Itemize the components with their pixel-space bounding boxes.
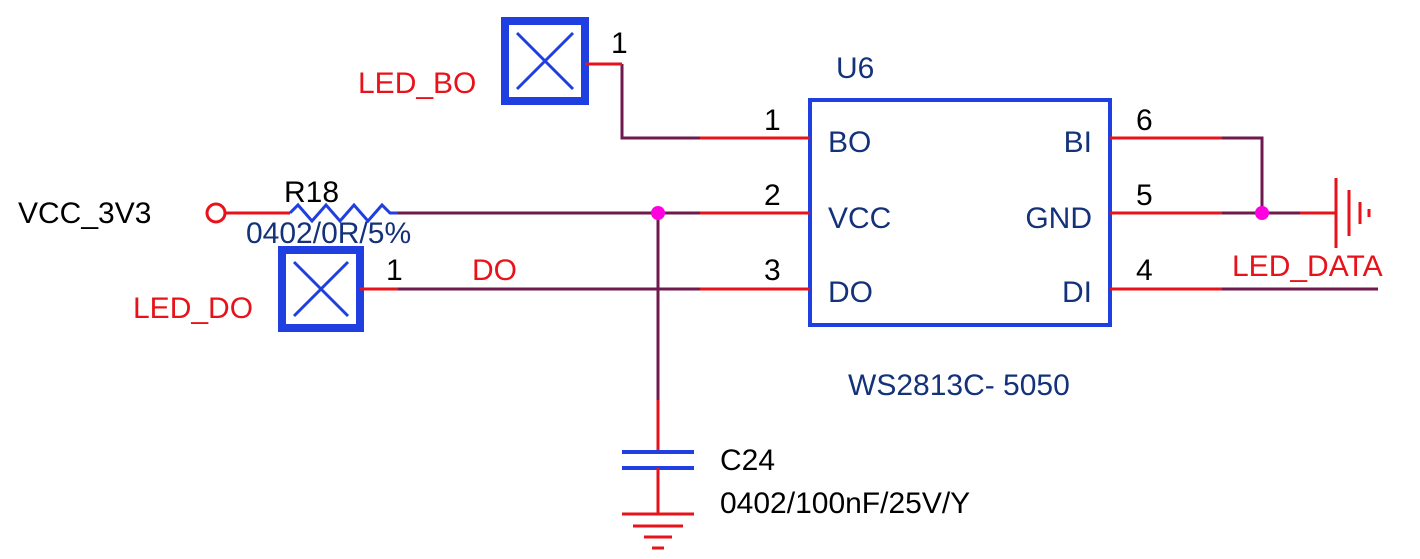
connector-led-do[interactable]: 1 LED_DO [133, 246, 403, 332]
ic-pin-num-3: 3 [764, 254, 781, 287]
ic-refdes: U6 [836, 52, 874, 85]
capacitor-refdes: C24 [720, 444, 775, 477]
resistor-value: 0402/0R/5% [246, 217, 411, 250]
connector-led-do-pin: 1 [386, 254, 403, 287]
vcc-label: VCC_3V3 [18, 197, 151, 230]
ground-symbol-right [1300, 178, 1371, 248]
ic-part-number: WS2813C- 5050 [848, 369, 1070, 402]
net-label-led-data: LED_DATA [1232, 250, 1383, 283]
resistor-r18[interactable]: R18 0402/0R/5% [246, 176, 411, 250]
capacitor-value: 0402/100nF/25V/Y [720, 487, 970, 520]
junction-vcc [651, 206, 665, 220]
ic-pin-num-5: 5 [1136, 179, 1153, 212]
wire-bi [1222, 136, 1264, 213]
ic-pin-name-do: DO [828, 276, 873, 309]
wire-bo [620, 64, 700, 140]
resistor-refdes: R18 [284, 176, 339, 209]
resistor-zigzag [288, 202, 398, 224]
connector-led-bo-label: LED_BO [358, 67, 476, 100]
connector-led-bo-pin: 1 [611, 27, 628, 60]
capacitor-c24[interactable]: C24 0402/100nF/25V/Y [622, 400, 970, 520]
ic-u6[interactable]: U6 WS2813C- 5050 BO VCC DO BI GND DI 1 2… [700, 52, 1222, 402]
ic-pin-name-vcc: VCC [828, 202, 891, 235]
ic-pin-name-bi: BI [1064, 126, 1092, 159]
ic-pin-name-gnd: GND [1025, 202, 1092, 235]
vcc-power-port[interactable]: VCC_3V3 [18, 197, 290, 230]
ic-pin-num-6: 6 [1136, 104, 1153, 137]
vcc-port-circle [205, 202, 227, 224]
ic-pin-num-2: 2 [764, 179, 781, 212]
ic-pin-num-4: 4 [1136, 254, 1153, 287]
net-label-do: DO [472, 254, 517, 287]
connector-led-bo[interactable]: 1 LED_BO [358, 17, 628, 105]
junction-gnd [1255, 206, 1269, 220]
ic-pin-num-1: 1 [764, 104, 781, 137]
ic-pin-name-di: DI [1062, 276, 1092, 309]
ic-pin-name-bo: BO [828, 126, 871, 159]
connector-led-do-label: LED_DO [133, 292, 253, 325]
ground-symbol-bottom [622, 512, 694, 550]
